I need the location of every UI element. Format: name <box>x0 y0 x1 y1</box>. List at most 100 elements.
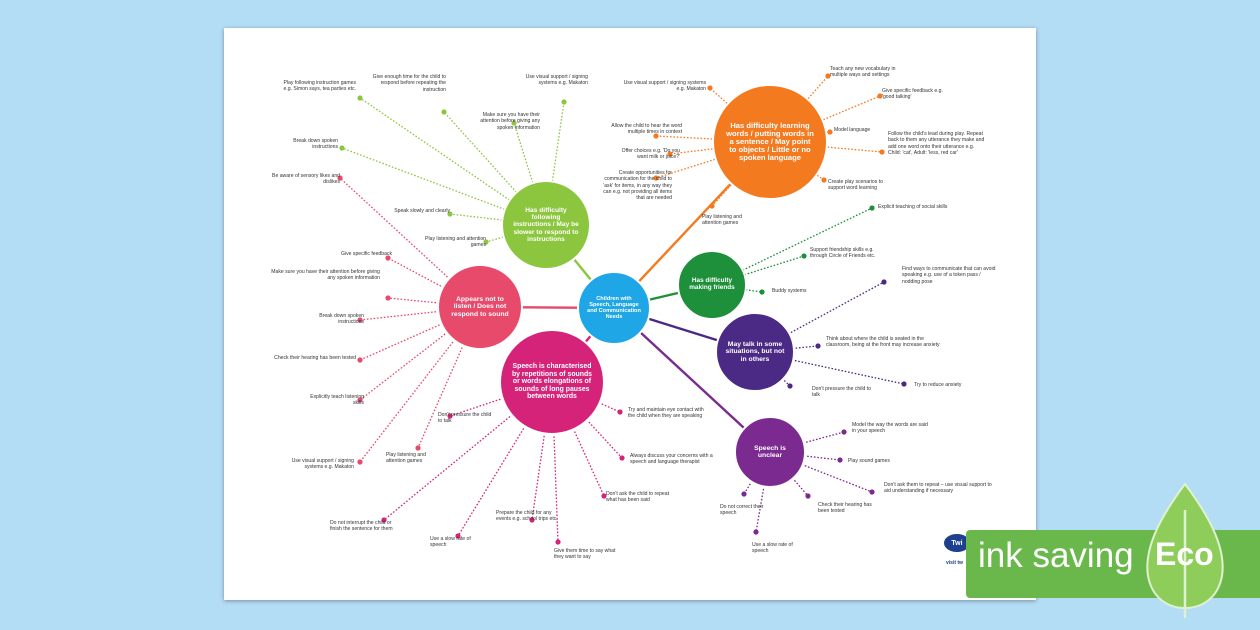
tip-text: Make sure you have their attention befor… <box>480 112 540 131</box>
ink-saving-label: ink saving <box>978 536 1134 575</box>
tip-dot <box>825 73 831 79</box>
tip-dot <box>447 413 453 419</box>
tip-dot <box>415 445 421 451</box>
tip-dot <box>841 429 847 435</box>
tip-dot <box>805 493 811 499</box>
node-circle-situations <box>715 312 795 392</box>
tip-text: Teach any new vocabulary in multiple way… <box>830 66 896 79</box>
tip-dot <box>877 93 883 99</box>
center-node-label: Children with Speech, Language and Commu… <box>587 295 641 321</box>
tip-text: Explicit teaching of social skills <box>878 204 948 210</box>
tip-dot <box>385 295 391 301</box>
tip-text: Use a slow rate of speech <box>430 536 471 549</box>
node-label-listen: Appears not to listen / Does not respond… <box>451 295 509 318</box>
tip-dot <box>759 289 765 295</box>
tip-text: Allow the child to hear the word multipl… <box>611 123 682 136</box>
tip-dot <box>815 343 821 349</box>
tip-dot <box>447 211 453 217</box>
tip-text: Don't ask them to repeat – use visual su… <box>884 482 992 495</box>
logo-subtext: visit tw <box>946 560 963 566</box>
tip-dot <box>837 457 843 463</box>
tip-text: Speak slowly and clearly <box>394 208 450 214</box>
tip-dot <box>869 205 875 211</box>
tip-dot <box>555 539 561 545</box>
tip-dot <box>879 149 885 155</box>
node-label-situations: May talk in some situations, but not in … <box>725 340 785 363</box>
tip-text: Create opportunities for communication f… <box>603 170 672 202</box>
tip-text: Play sound games <box>848 458 890 464</box>
tip-connector <box>769 451 809 497</box>
tip-dot <box>441 109 447 115</box>
tip-dot <box>707 85 713 91</box>
tip-text: Check their hearing has been tested <box>274 355 356 361</box>
node-label-friends: Has difficulty making friends <box>689 277 735 291</box>
tip-text: Model language <box>834 127 871 133</box>
tip-text: Give them time to say what they want to … <box>554 548 616 561</box>
tip-text: Do not correct their speech <box>720 504 764 517</box>
mind-map-sheet: Children with Speech, Language and Commu… <box>224 28 1036 600</box>
tip-text: Use visual support / signing systems e.g… <box>623 80 706 93</box>
node-circle-learning-words <box>712 84 828 200</box>
tip-text: Try and maintain eye contact with the ch… <box>628 407 704 420</box>
tip-dot <box>881 279 887 285</box>
tip-dot <box>821 177 827 183</box>
tip-text: Find ways to communicate that can avoid … <box>902 266 996 285</box>
tip-dot <box>357 459 363 465</box>
tip-text: Offer choices e.g. 'Do you want milk or … <box>621 148 680 161</box>
tip-dot <box>385 255 391 261</box>
tip-dot <box>827 129 833 135</box>
tip-dot <box>561 99 567 105</box>
eco-leaf-icon <box>1146 482 1224 618</box>
tip-text: Don't pressure the child to talk <box>438 412 492 425</box>
tip-connector <box>769 431 845 453</box>
tip-connector <box>711 207 873 286</box>
eco-badge: Eco <box>1155 536 1214 572</box>
tip-dot <box>619 455 625 461</box>
tip-dot <box>617 409 623 415</box>
tip-text: Follow the child's lead during play. Rep… <box>888 131 985 157</box>
tip-text: Break down spoken instructions <box>293 138 338 151</box>
tip-connector <box>551 381 559 543</box>
brand-logo[interactable]: Twi visit tw <box>944 534 984 578</box>
tip-dot <box>741 491 747 497</box>
node-label-repetitions: Speech is characterised by repetitions o… <box>511 363 592 401</box>
tip-connector <box>711 255 805 286</box>
node-circle-friends <box>677 250 747 320</box>
tip-dot <box>709 203 715 209</box>
tip-dot <box>601 493 607 499</box>
tip-dot <box>357 397 363 403</box>
tip-text: Give specific feedback e.g. 'good talkin… <box>882 88 943 101</box>
tip-connector <box>449 213 547 226</box>
node-label-learning-words: Has difficulty learning words / putting … <box>726 120 814 163</box>
tip-text: Do not interrupt the child or finish the… <box>330 520 393 533</box>
tip-dot <box>753 529 759 535</box>
tip-text: Support friendship skills e.g. through C… <box>810 247 876 260</box>
tip-text: Model the way the words are said in your… <box>852 422 928 435</box>
tip-connector <box>359 306 481 463</box>
tip-text: Play listening and attention games <box>386 452 426 465</box>
tip-text: Explicitly teach listening skills <box>310 394 364 407</box>
logo-badge: Twi <box>944 534 970 552</box>
tip-dot <box>357 317 363 323</box>
tip-connector <box>551 381 621 413</box>
tip-text: Think about where the child is seated in… <box>826 336 940 349</box>
tip-connector <box>457 381 553 537</box>
node-label-instructions: Has difficulty following instructions / … <box>513 207 579 243</box>
node-circle-unclear <box>734 416 806 488</box>
node-circle-instructions <box>501 180 591 270</box>
tip-text: Use visual support / signing systems e.g… <box>291 458 354 471</box>
node-label-unclear: Speech is unclear <box>754 444 786 459</box>
tip-dot <box>381 517 387 523</box>
tip-dot <box>653 175 659 181</box>
tip-dot <box>667 151 673 157</box>
tip-connector <box>383 381 553 521</box>
tip-text: Don't ask the child to repeat what has b… <box>606 491 669 504</box>
tip-text: Break down spoken instructions <box>319 313 364 326</box>
tip-dot <box>869 489 875 495</box>
tip-text: Be aware of sensory likes and dislikes <box>272 173 340 186</box>
tip-text: Prepare the child for any events e.g. sc… <box>496 510 558 523</box>
tip-text: Give specific feedback <box>341 251 392 257</box>
tip-dot <box>787 383 793 389</box>
node-circle-repetitions <box>499 329 605 435</box>
tip-text: Use a slow rate of speech <box>752 542 793 555</box>
